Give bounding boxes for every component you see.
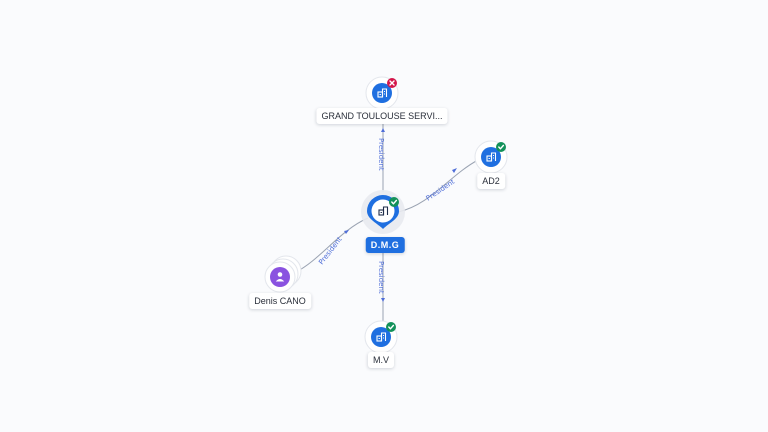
node-label-ad2[interactable]: AD2 — [477, 173, 505, 189]
node-label-dmg[interactable]: D.M.G — [365, 237, 405, 253]
edge-line-denis[interactable] — [295, 217, 369, 273]
node-label-grand[interactable]: GRAND TOULOUSE SERVI... — [316, 108, 448, 124]
node-grand[interactable] — [365, 76, 399, 110]
node-mv[interactable] — [364, 320, 398, 354]
edge-arrow-denis — [344, 230, 349, 234]
node-denis-circle — [270, 267, 290, 287]
building-icon — [378, 206, 389, 216]
node-dmg[interactable] — [361, 190, 405, 234]
check-badge-icon — [389, 197, 399, 207]
edge-label-mv: President — [377, 261, 385, 294]
node-label-denis[interactable]: Denis CANO — [249, 293, 311, 309]
edge-label-grand: President — [377, 138, 385, 171]
person-icon — [275, 272, 285, 282]
edge-label-ad2: President — [425, 178, 457, 203]
node-label-mv[interactable]: M.V — [367, 352, 395, 368]
edge-arrow-ad2 — [452, 168, 457, 173]
node-ad2[interactable] — [474, 140, 508, 174]
edge-label-denis: President — [317, 235, 344, 266]
edge-arrow-mv — [381, 298, 385, 302]
node-denis[interactable] — [264, 255, 302, 293]
edge-arrow-grand — [381, 128, 385, 132]
check-badge-icon — [496, 142, 506, 152]
check-badge-icon — [386, 322, 396, 332]
edge-line-ad2[interactable] — [397, 159, 479, 213]
